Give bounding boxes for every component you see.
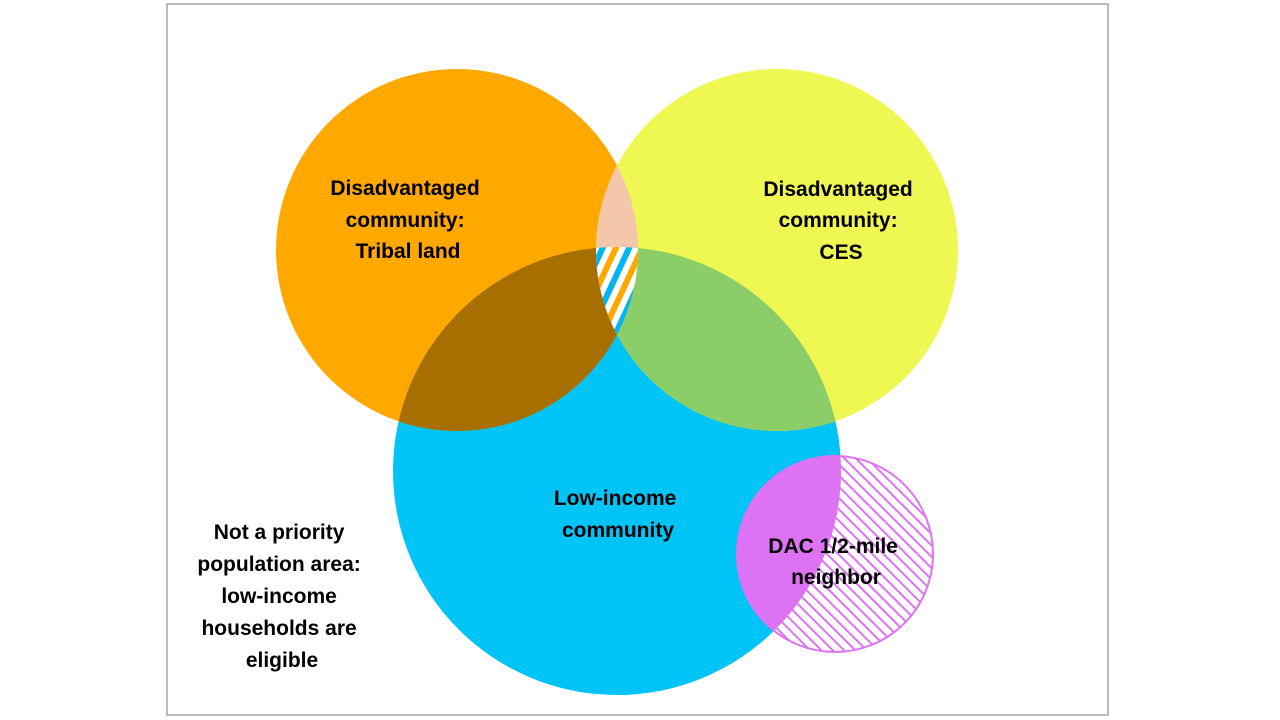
dac-neighbor-label: DAC 1/2-mile neighbor <box>768 535 903 589</box>
ces-low-income-overlap <box>596 247 841 431</box>
outside-note-label: Not a priority population area: low-inco… <box>197 521 366 672</box>
tribal-land-label: Disadvantaged community: Tribal land <box>330 177 485 263</box>
tribal-low-income-overlap <box>393 247 638 431</box>
ces-label: Disadvantaged community: CES <box>763 178 918 264</box>
low-income-label: Low-income community <box>554 487 682 542</box>
